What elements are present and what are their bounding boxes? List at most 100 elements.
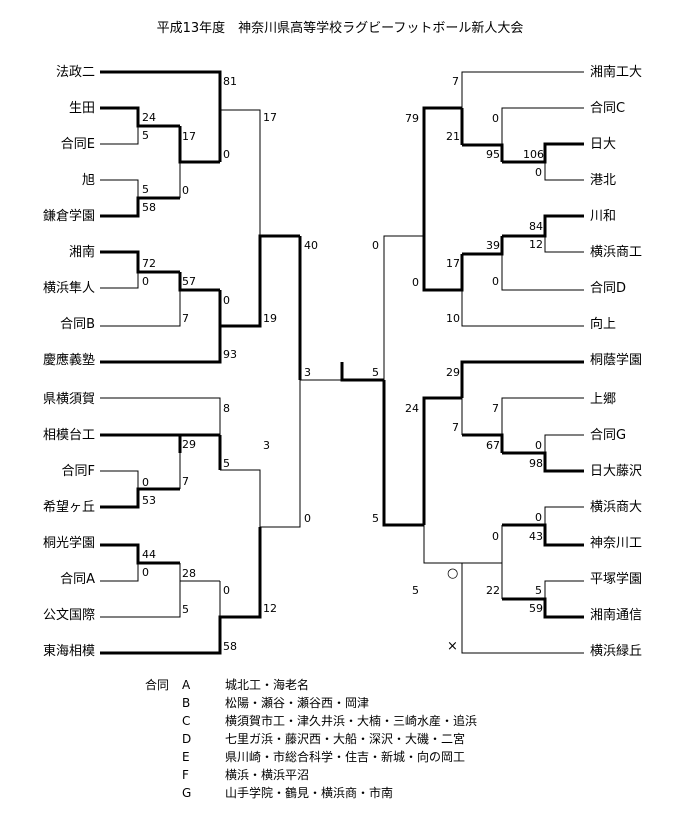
bracket-line: [501, 397, 584, 416]
legend: 合同 A 城北工・海老名 B 松陽・瀬谷・瀬谷西・岡津 C 横須賀市工・津久井浜…: [145, 677, 477, 800]
team-name: 湘南工大: [590, 64, 642, 80]
team-name: 県横須賀: [43, 392, 95, 407]
score: 7: [452, 75, 459, 88]
legend-heading: 合同: [145, 677, 169, 692]
team-name: 横浜商大: [590, 500, 642, 515]
score: 22: [486, 584, 500, 597]
legend-key: F: [182, 768, 189, 782]
final-score-right: 5: [372, 366, 379, 379]
score: 5: [182, 603, 189, 616]
left-scores: 24 5 5 58 72 0 0 53 44 0 17 0 57 7 29 7 …: [142, 75, 379, 653]
score: 24: [405, 402, 419, 415]
score: 8: [223, 402, 230, 415]
bracket-line: [501, 272, 584, 291]
bracket-line: [461, 290, 584, 327]
bracket-line: [502, 451, 584, 473]
bracket-line: [100, 250, 180, 274]
score: 106: [523, 148, 544, 161]
bracket-line: [100, 179, 139, 198]
team-name: 日大藤沢: [590, 464, 642, 479]
team-name: 上郷: [590, 392, 616, 407]
bracket-line: [544, 236, 584, 253]
bracket-line: [100, 599, 181, 618]
bracket-line: [178, 433, 220, 453]
score: 7: [182, 475, 189, 488]
bracket-line: [544, 162, 584, 181]
left-bracket-lines: [100, 70, 342, 655]
bracket-line: [100, 470, 139, 489]
score: 0: [372, 239, 379, 252]
bracket-line: [423, 525, 462, 564]
bracket-line: [220, 109, 261, 236]
team-name: 横浜隼人: [43, 280, 95, 296]
score: 98: [529, 457, 543, 470]
team-name: 旭: [82, 173, 95, 188]
score: 5: [142, 183, 149, 196]
bracket-line: [382, 380, 424, 527]
team-name: 湘南: [69, 244, 95, 260]
score: 95: [486, 148, 500, 161]
score: 84: [529, 220, 543, 233]
score: 0: [492, 530, 499, 543]
team-name: 横浜商工: [590, 245, 642, 260]
right-bracket-lines: [340, 71, 584, 654]
legend-key: C: [182, 714, 190, 728]
score: 3: [263, 439, 270, 452]
score: 10: [446, 312, 460, 325]
team-name: 合同E: [61, 137, 95, 152]
legend-key: D: [182, 732, 191, 746]
bracket-line: [100, 106, 180, 128]
score: 7: [452, 421, 459, 434]
score: 59: [529, 602, 543, 615]
legend-key: B: [182, 696, 190, 710]
team-name: 生田: [69, 101, 95, 116]
score: 0: [223, 294, 230, 307]
team-name: 横浜緑丘: [590, 644, 642, 659]
team-name: 慶應義塾: [43, 352, 95, 368]
team-name: 港北: [590, 173, 616, 188]
bracket-line: [544, 506, 584, 525]
score: 0: [492, 275, 499, 288]
team-name: 合同F: [62, 464, 95, 479]
score: 29: [182, 438, 196, 451]
score: 12: [529, 238, 543, 251]
team-name: 日大: [590, 137, 616, 152]
bracket-line: [340, 362, 384, 382]
score: 0: [412, 276, 419, 289]
score: 17: [446, 257, 460, 270]
team-name: 希望ヶ丘: [43, 499, 95, 515]
legend-key: E: [182, 750, 190, 764]
team-name: 湘南通信: [590, 607, 642, 623]
bracket-line: [100, 487, 180, 509]
team-name: 東海相模: [43, 643, 95, 659]
bracket-line: [460, 360, 584, 398]
score: 39: [486, 239, 500, 252]
team-name: 合同D: [590, 281, 626, 296]
score: 5: [372, 512, 379, 525]
score: 40: [304, 239, 318, 252]
bracket-line: [100, 397, 221, 416]
score: 0: [182, 184, 189, 197]
bracket-line: [422, 396, 462, 525]
right-team-names: 湘南工大 合同C 日大 港北 川和 横浜商工 合同D 向上 桐蔭学園 上郷 合同…: [590, 64, 642, 659]
bracket-line: [461, 563, 584, 654]
bracket-line: [383, 235, 424, 380]
bracket-line: [100, 290, 222, 364]
bracket-line: [100, 196, 180, 218]
right-scores: 106 0 84 12 0 98 0 43 5 59 0 95 39 0 7 6…: [372, 75, 544, 615]
score: 93: [223, 348, 237, 361]
score: 0: [223, 584, 230, 597]
legend-text: 松陽・瀬谷・瀬谷西・岡津: [225, 696, 369, 710]
bracket-line: [100, 126, 139, 145]
score: 43: [529, 530, 543, 543]
bracket-line: [220, 469, 261, 527]
score: 53: [142, 494, 156, 507]
team-name: 公文国際: [43, 608, 95, 623]
team-name: 平塚学園: [590, 571, 642, 587]
bracket-line: [502, 597, 584, 619]
score: 57: [182, 275, 196, 288]
score: 0: [304, 512, 311, 525]
team-name: 合同G: [590, 428, 626, 443]
